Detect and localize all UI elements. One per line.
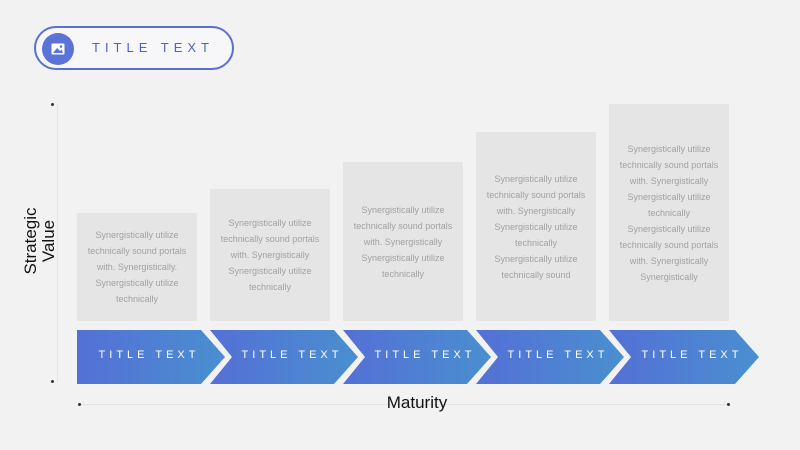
stage-card-text: Synergistically utilize technically soun… — [486, 173, 586, 280]
stage-card-4: Synergistically utilize technically soun… — [476, 132, 596, 321]
y-axis-top-tick — [51, 103, 54, 106]
stage-arrow-3 — [343, 330, 491, 384]
title-pill: TITLE TEXT — [34, 26, 234, 70]
stage-arrow-label: TITLE TEXT — [241, 349, 343, 361]
stage-arrow-label: TITLE TEXT — [374, 349, 476, 361]
image-icon — [42, 33, 74, 65]
stage-card-text: Synergistically utilize technically soun… — [87, 230, 187, 304]
stage-arrow-2 — [210, 330, 358, 384]
y-axis-line — [57, 104, 58, 382]
stage-arrow-5 — [609, 330, 759, 384]
x-axis-label: Maturity — [386, 393, 448, 412]
x-axis-right-tick — [727, 403, 730, 406]
title-text: TITLE TEXT — [92, 40, 214, 55]
stage-card-3: Synergistically utilize technically soun… — [343, 162, 463, 321]
x-axis-line — [80, 404, 728, 405]
x-axis-left-tick — [78, 403, 81, 406]
stage-arrow-label: TITLE TEXT — [98, 349, 200, 361]
stage-card-1: Synergistically utilize technically soun… — [77, 213, 197, 321]
stage-arrow-4 — [476, 330, 624, 384]
stage-card-text: Synergistically utilize technically soun… — [353, 204, 453, 279]
stage-card-2: Synergistically utilize technically soun… — [210, 189, 330, 321]
y-axis-bottom-tick — [51, 380, 54, 383]
stage-card-5: Synergistically utilize technically soun… — [609, 104, 729, 321]
stage-arrow-label: TITLE TEXT — [507, 349, 609, 361]
stage-card-text: Synergistically utilize technically soun… — [619, 143, 719, 282]
stage-arrow-1 — [77, 330, 225, 384]
stage-card-text: Synergistically utilize technically soun… — [220, 218, 320, 292]
stage-arrow-label: TITLE TEXT — [641, 349, 743, 361]
